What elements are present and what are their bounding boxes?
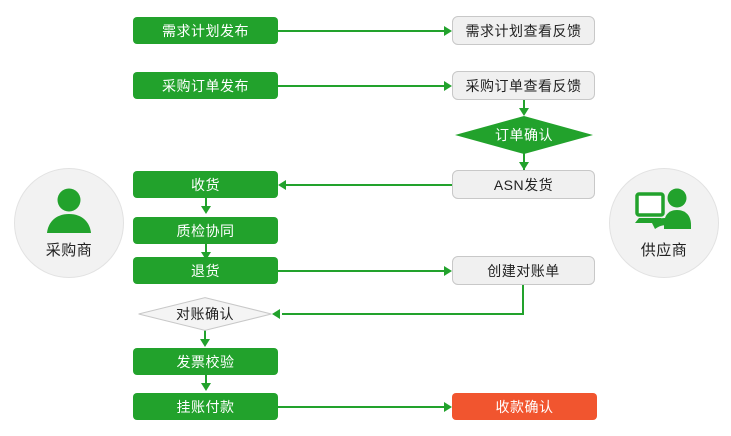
arrow-receive-to-qc — [201, 206, 211, 214]
arrow-invoice-to-payment — [201, 383, 211, 391]
person-icon — [44, 187, 94, 238]
node-pending-payment[interactable]: 挂账付款 — [133, 393, 278, 420]
actor-supplier[interactable]: 供应商 — [609, 168, 719, 278]
arrow-confirm-to-invoice — [200, 339, 210, 347]
node-label: ASN发货 — [493, 176, 554, 193]
node-label: 质检协同 — [176, 222, 235, 239]
node-create-statement[interactable]: 创建对账单 — [452, 256, 595, 285]
node-receive-goods[interactable]: 收货 — [133, 171, 278, 198]
edge-asn-to-receive — [286, 184, 452, 186]
arrow-purchase-order — [444, 81, 452, 91]
arrow-feedback-to-confirm — [519, 108, 529, 116]
node-statement-confirm[interactable]: 对账确认 — [138, 297, 272, 331]
edge-confirm-to-invoice — [204, 330, 206, 345]
edge-purchase-order — [278, 85, 444, 87]
actor-label: 采购商 — [45, 241, 93, 259]
arrow-qc-to-return — [201, 252, 211, 260]
actor-buyer[interactable]: 采购商 — [14, 168, 124, 278]
arrow-statement-to-confirm — [272, 309, 280, 319]
node-demand-plan-feedback[interactable]: 需求计划查看反馈 — [452, 16, 595, 45]
node-quality-inspection[interactable]: 质检协同 — [133, 217, 278, 244]
arrow-return-to-statement — [444, 266, 452, 276]
edge-feedback-to-confirm — [523, 99, 525, 114]
node-label: 挂账付款 — [176, 398, 235, 415]
edge-confirm-to-asn — [523, 152, 525, 170]
edge-return-to-statement — [278, 270, 444, 272]
diamond-shape-icon — [138, 297, 272, 331]
edge-demand-plan — [278, 30, 444, 32]
arrow-demand-plan — [444, 26, 452, 36]
node-demand-plan-publish[interactable]: 需求计划发布 — [133, 17, 278, 44]
node-return-goods[interactable]: 退货 — [133, 257, 278, 284]
node-label: 需求计划发布 — [162, 22, 249, 39]
node-order-confirm[interactable]: 订单确认 — [455, 116, 593, 154]
edge-receive-to-qc — [205, 198, 207, 212]
node-invoice-verify[interactable]: 发票校验 — [133, 348, 278, 375]
node-label: 对账确认 — [176, 306, 234, 322]
node-label: 采购订单发布 — [162, 77, 249, 94]
node-label: 创建对账单 — [487, 262, 560, 279]
diamond-shape-icon — [455, 116, 593, 154]
node-payment-confirm[interactable]: 收款确认 — [452, 393, 597, 420]
node-label: 采购订单查看反馈 — [465, 77, 582, 94]
node-asn-shipment[interactable]: ASN发货 — [452, 170, 595, 199]
arrow-asn-to-receive — [278, 180, 286, 190]
edge-statement-down — [522, 284, 524, 314]
node-purchase-order-feedback[interactable]: 采购订单查看反馈 — [452, 71, 595, 100]
arrow-confirm-to-asn — [519, 162, 529, 170]
node-label: 需求计划查看反馈 — [465, 22, 582, 39]
node-label: 退货 — [191, 262, 220, 279]
person-at-computer-icon — [635, 187, 693, 238]
edge-invoice-to-payment — [205, 375, 207, 389]
node-label: 收款确认 — [495, 398, 554, 415]
edge-qc-to-return — [205, 244, 207, 258]
actor-label: 供应商 — [640, 241, 688, 259]
node-label: 订单确认 — [495, 127, 553, 143]
node-purchase-order-publish[interactable]: 采购订单发布 — [133, 72, 278, 99]
node-label: 收货 — [191, 176, 220, 193]
arrow-payment-to-receipt — [444, 402, 452, 412]
node-label: 发票校验 — [176, 353, 235, 370]
edge-payment-to-receipt — [278, 406, 444, 408]
edge-statement-left — [282, 313, 524, 315]
